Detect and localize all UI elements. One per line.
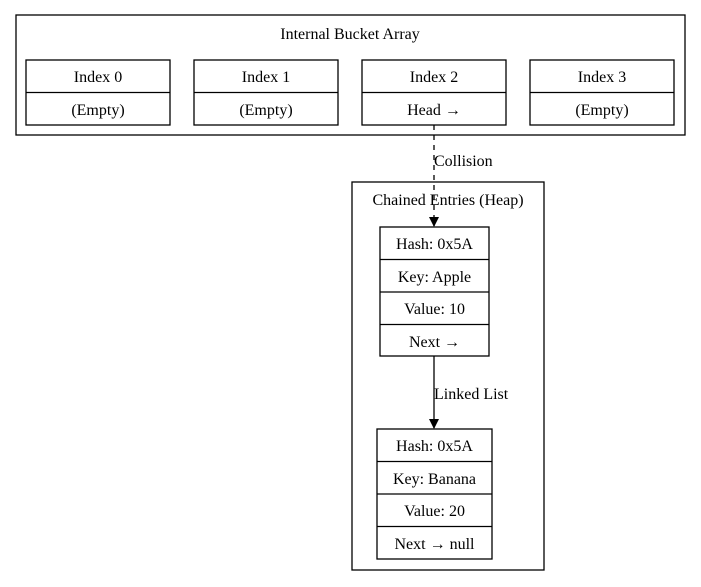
bucket-content: (Empty): [239, 102, 292, 119]
entry-hash: Hash: 0x5A: [396, 438, 473, 455]
entry-next: Next →: [409, 334, 460, 351]
bucket-index-3: Index 3 (Empty): [529, 59, 675, 126]
entry-hash: Hash: 0x5A: [396, 236, 473, 253]
heap-cluster: Chained Entries (Heap) Hash: 0x5A Key: A…: [351, 181, 545, 571]
bucket-array-title: Internal Bucket Array: [280, 26, 420, 43]
linked-list-label: Linked List: [434, 386, 509, 403]
bucket-array-frame: [15, 14, 686, 136]
bucket-index-label: Index 2: [410, 69, 458, 86]
heap-entry-apple: Hash: 0x5A Key: Apple Value: 10 Next →: [379, 226, 490, 357]
linked-list-edge: Linked List: [429, 356, 509, 429]
entry-value: Value: 10: [404, 301, 465, 318]
heap-title: Chained Entries (Heap): [372, 192, 523, 209]
bucket-index-2: Index 2 Head →: [361, 59, 507, 126]
bucket-index-0: Index 0 (Empty): [25, 59, 171, 126]
bucket-content: (Empty): [575, 102, 628, 119]
bucket-array-cluster: Internal Bucket Array Index 0 (Empty) In…: [15, 14, 686, 136]
entry-value: Value: 20: [404, 503, 465, 520]
bucket-index-label: Index 0: [74, 69, 122, 86]
entry-key: Key: Apple: [398, 269, 471, 286]
bucket-content: Head →: [407, 102, 461, 119]
bucket-index-label: Index 1: [242, 69, 290, 86]
collision-label: Collision: [434, 153, 493, 170]
bucket-index-1: Index 1 (Empty): [193, 59, 339, 126]
collision-edge: Collision: [429, 125, 493, 227]
bucket-content: (Empty): [71, 102, 124, 119]
bucket-index-label: Index 3: [578, 69, 626, 86]
entry-next: Next → null: [395, 536, 476, 553]
heap-frame: [351, 181, 545, 571]
entry-key: Key: Banana: [393, 471, 476, 488]
heap-entry-banana: Hash: 0x5A Key: Banana Value: 20 Next → …: [376, 428, 493, 560]
